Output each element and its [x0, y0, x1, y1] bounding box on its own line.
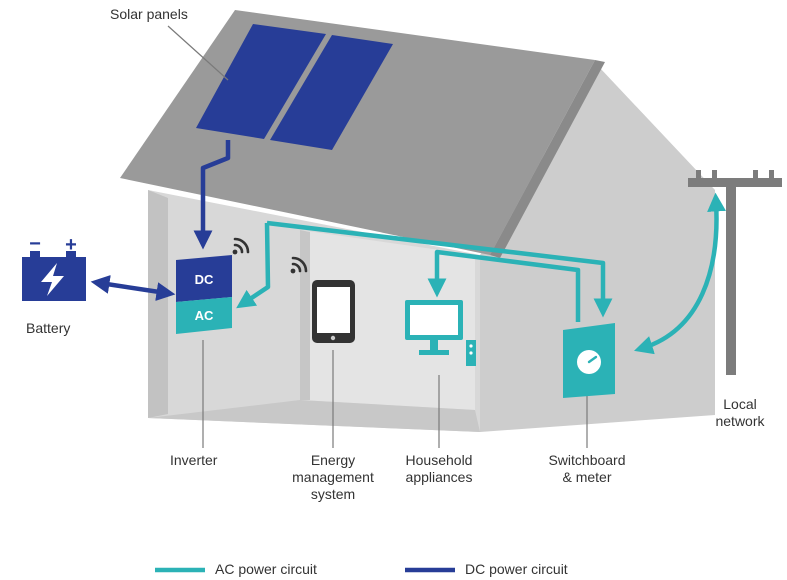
inverter-ac-panel — [176, 297, 232, 334]
label-switchboard-line-2: & meter — [562, 469, 612, 485]
solar-panel-left — [196, 24, 326, 139]
computer-icon — [405, 300, 476, 366]
label-solar-panels: Solar panels — [110, 6, 188, 22]
dc-arrow-battery-inverter — [90, 275, 176, 301]
label-household: Household appliances — [394, 452, 484, 486]
house — [120, 10, 715, 432]
battery-bolt-icon — [41, 263, 64, 296]
house-floor — [148, 400, 480, 432]
label-energy-line-2: management — [292, 469, 374, 485]
inverter-ac-label: AC — [195, 308, 214, 323]
label-switchboard: Switchboard & meter — [537, 452, 637, 486]
battery-minus: − — [29, 233, 41, 255]
tablet-icon — [312, 280, 355, 343]
inverter-dc-panel — [176, 255, 232, 302]
battery-plus: + — [65, 234, 77, 256]
house-roof-gable-edge — [490, 60, 605, 258]
switchboard — [563, 323, 615, 398]
wifi-icon-tablet — [290, 256, 308, 274]
pole-crossarm — [688, 178, 782, 187]
ac-arrow-network — [633, 192, 726, 355]
leader-solar — [167, 25, 229, 81]
label-inverter: Inverter — [170, 452, 218, 468]
inverter-dc-label: DC — [195, 272, 214, 287]
house-partition — [300, 230, 310, 400]
label-switchboard-line-1: Switchboard — [548, 452, 626, 468]
label-energy-line-1: Energy — [310, 452, 356, 468]
label-household-line-2: appliances — [405, 469, 473, 485]
ac-arrow-to-appliances — [427, 249, 581, 322]
ac-circuits — [236, 192, 726, 355]
label-network-line-1: Local — [723, 396, 757, 412]
house-interior-wall — [300, 230, 475, 410]
legend-dc-label: DC power circuit — [465, 561, 568, 577]
ac-arrow-to-switchboard — [266, 220, 613, 318]
label-local-network: Local network — [700, 396, 780, 430]
label-network-line-2: network — [715, 413, 765, 429]
dc-arrow-solar-inverter — [193, 140, 231, 250]
label-energy-management: Energy management system — [283, 452, 383, 503]
wifi-icon-inverter — [232, 237, 250, 255]
pole-post — [726, 187, 736, 375]
label-battery: Battery — [26, 320, 71, 336]
leader-lines — [167, 25, 588, 448]
label-energy-line-3: system — [310, 486, 356, 502]
utility-pole-icon — [688, 170, 782, 375]
ac-arrow-to-inverter — [236, 222, 271, 309]
inverter: DC AC — [176, 255, 232, 334]
label-household-line-1: Household — [405, 452, 473, 468]
battery-icon — [22, 251, 86, 301]
house-cut-wall — [148, 190, 168, 418]
legend-ac-label: AC power circuit — [215, 561, 317, 577]
solar-panels — [196, 24, 393, 150]
solar-panel-right — [270, 35, 393, 150]
